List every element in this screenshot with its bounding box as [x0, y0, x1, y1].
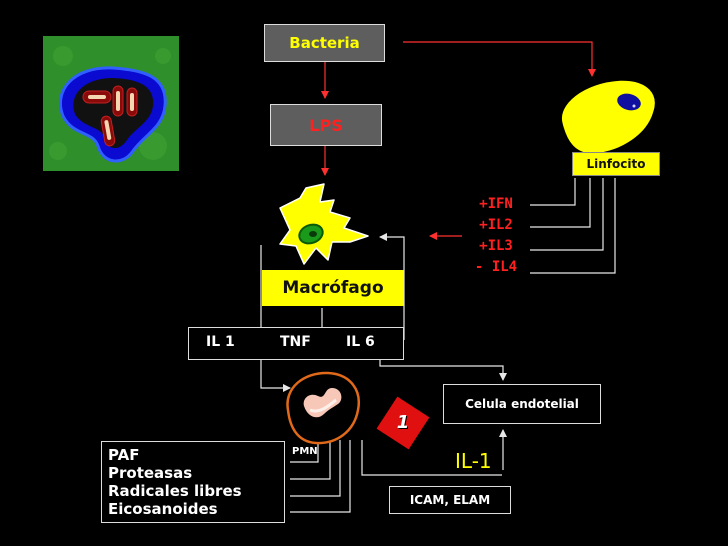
interleukin-list: +IFN +IL2 +IL3 - IL4	[462, 194, 530, 278]
pmn-product-item: Eicosanoides	[108, 500, 218, 518]
macrophage-cell-icon	[279, 183, 369, 265]
lymphocyte-cell-icon	[560, 79, 657, 155]
arrow-bacteria-to-linfocito	[403, 41, 596, 77]
il1-label: IL 1	[206, 334, 235, 350]
pmn-product-item: Radicales libres	[108, 482, 242, 500]
celula-endotelial-node: Celula endotelial	[443, 384, 601, 424]
pmn-label: PMN	[292, 446, 318, 457]
lps-node: LPS	[270, 104, 382, 146]
pmn-products-box: PAF Proteasas Radicales libres Eicosanoi…	[101, 441, 285, 523]
cytokine-box: IL 1 TNF IL 6	[188, 327, 404, 360]
interleukin-item: +IL2	[479, 217, 513, 233]
macrofago-label: Macrófago	[262, 270, 404, 306]
badge-diamond	[376, 396, 430, 450]
linfocito-label: Linfocito	[572, 152, 660, 176]
pmn-product-item: PAF	[108, 446, 140, 464]
il1-output-label: IL-1	[455, 449, 492, 473]
interleukin-item: - IL4	[474, 259, 518, 275]
interleukin-item: +IFN	[479, 196, 513, 212]
tnf-label: TNF	[280, 334, 311, 350]
bacteria-node: Bacteria	[264, 24, 385, 62]
interleukin-item: +IL3	[479, 238, 513, 254]
pmn-product-item: Proteasas	[108, 464, 193, 482]
bacteria-micrograph-icon	[43, 36, 179, 171]
icam-elam-node: ICAM, ELAM	[389, 486, 511, 514]
neutrophil-cell-icon	[286, 371, 361, 445]
badge-number: 1	[396, 412, 410, 433]
il6-label: IL 6	[346, 334, 375, 350]
